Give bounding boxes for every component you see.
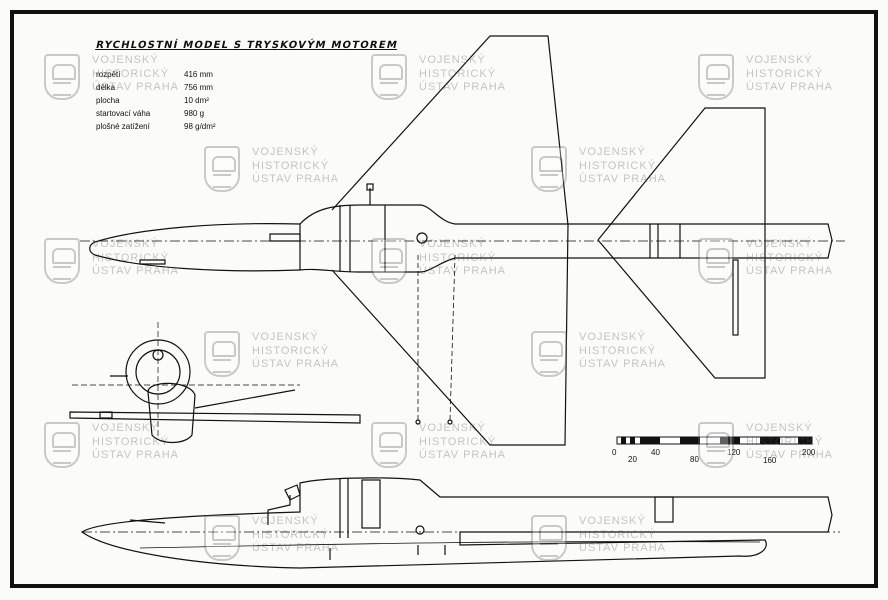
crest-icon [204,331,240,377]
spec-row: startovací váha 980 g [96,109,204,118]
crest-icon [531,515,567,561]
fuel-cap-top [366,183,374,191]
spec-value: 416 mm [184,70,213,79]
scale-tick-label: 80 [690,455,699,464]
crest-icon [44,238,80,284]
scale-tick-label: 40 [651,448,660,457]
crest-icon [44,422,80,468]
scale-tick-label: 160 [763,456,777,465]
wing-pivot [416,232,428,244]
scale-tick-label: 200 [802,448,816,457]
control-line-2 [449,254,456,421]
crest-icon [371,422,407,468]
spec-value: 980 g [184,109,205,118]
spec-row: plošné zatížení 98 g/dm² [96,122,216,131]
scale-tick-label: 0 [612,448,617,457]
crest-icon [371,238,407,284]
side-fuselage [80,477,833,569]
crest-icon [698,54,734,100]
drawing-frame [10,10,878,588]
spec-value: 10 dm² [184,96,209,105]
spec-value: 98 g/dm² [184,122,216,131]
front-wing [69,411,361,424]
spec-row: plocha 10 dm² [96,96,209,105]
crest-icon [204,146,240,192]
spec-label: rozpětí [96,70,121,79]
spec-label: startovací váha [96,109,151,118]
front-fuselage [147,382,196,444]
main-wing [331,35,569,446]
spec-label: plocha [96,96,120,105]
nose-cone [89,223,301,272]
crest-icon [698,238,734,284]
crest-icon [371,54,407,100]
tailplane [597,107,766,379]
crest-icon [44,54,80,100]
scale-bar [616,436,813,445]
spec-label: délka [96,83,116,92]
tail-skid [732,259,739,336]
nose-fitting [269,233,301,242]
nose-hook [139,259,166,265]
spec-row: rozpětí 416 mm [96,70,213,79]
fuselage-body [299,204,833,273]
scale-tick-label: 20 [628,455,637,464]
drawing-title: RYCHLOSTNÍ MODEL S TRYSKOVÝM MOTOREM [94,40,399,51]
crest-icon [531,331,567,377]
spec-row: délka 756 mm [96,83,213,92]
spec-label: plošné zatížení [96,122,150,131]
crest-icon [204,515,240,561]
spec-value: 756 mm [184,83,213,92]
crest-icon [698,422,734,468]
crest-icon [531,146,567,192]
